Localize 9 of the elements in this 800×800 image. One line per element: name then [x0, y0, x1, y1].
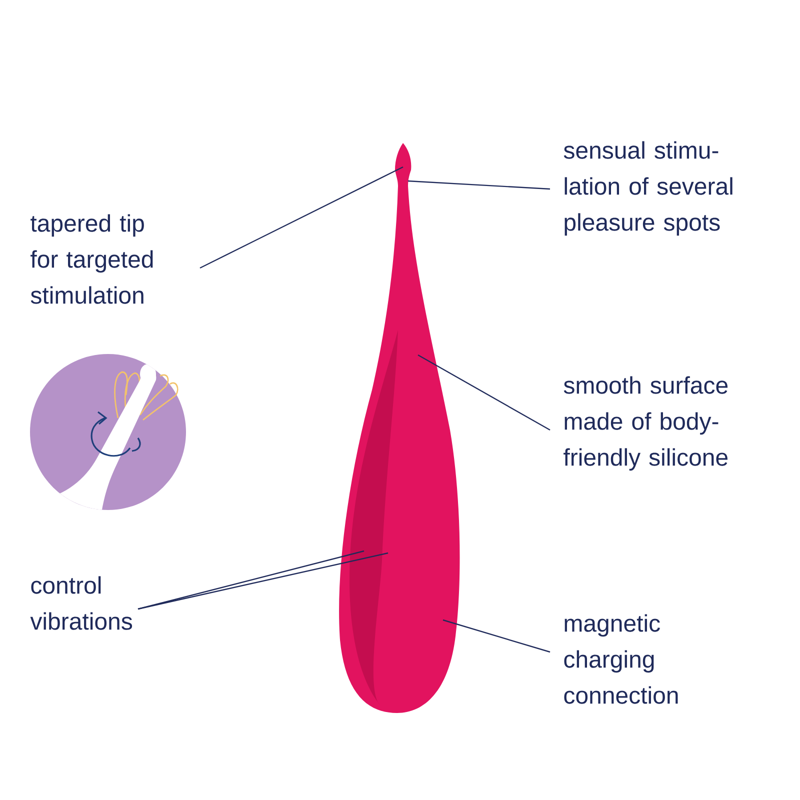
leader-line [200, 166, 404, 269]
callout-text: tapered tip for targeted stimulation [30, 214, 153, 304]
callout-text: control vibrations [30, 576, 132, 630]
callout-text: sensual stimu- lation of several pleasure spots [564, 141, 732, 236]
leader-line [408, 180, 550, 190]
leader-line [442, 619, 550, 653]
callout-text: magnetic charging connection [564, 614, 678, 704]
callout-text: smooth surface made of body- friendly silicone [564, 376, 728, 471]
leader-line [418, 354, 550, 431]
